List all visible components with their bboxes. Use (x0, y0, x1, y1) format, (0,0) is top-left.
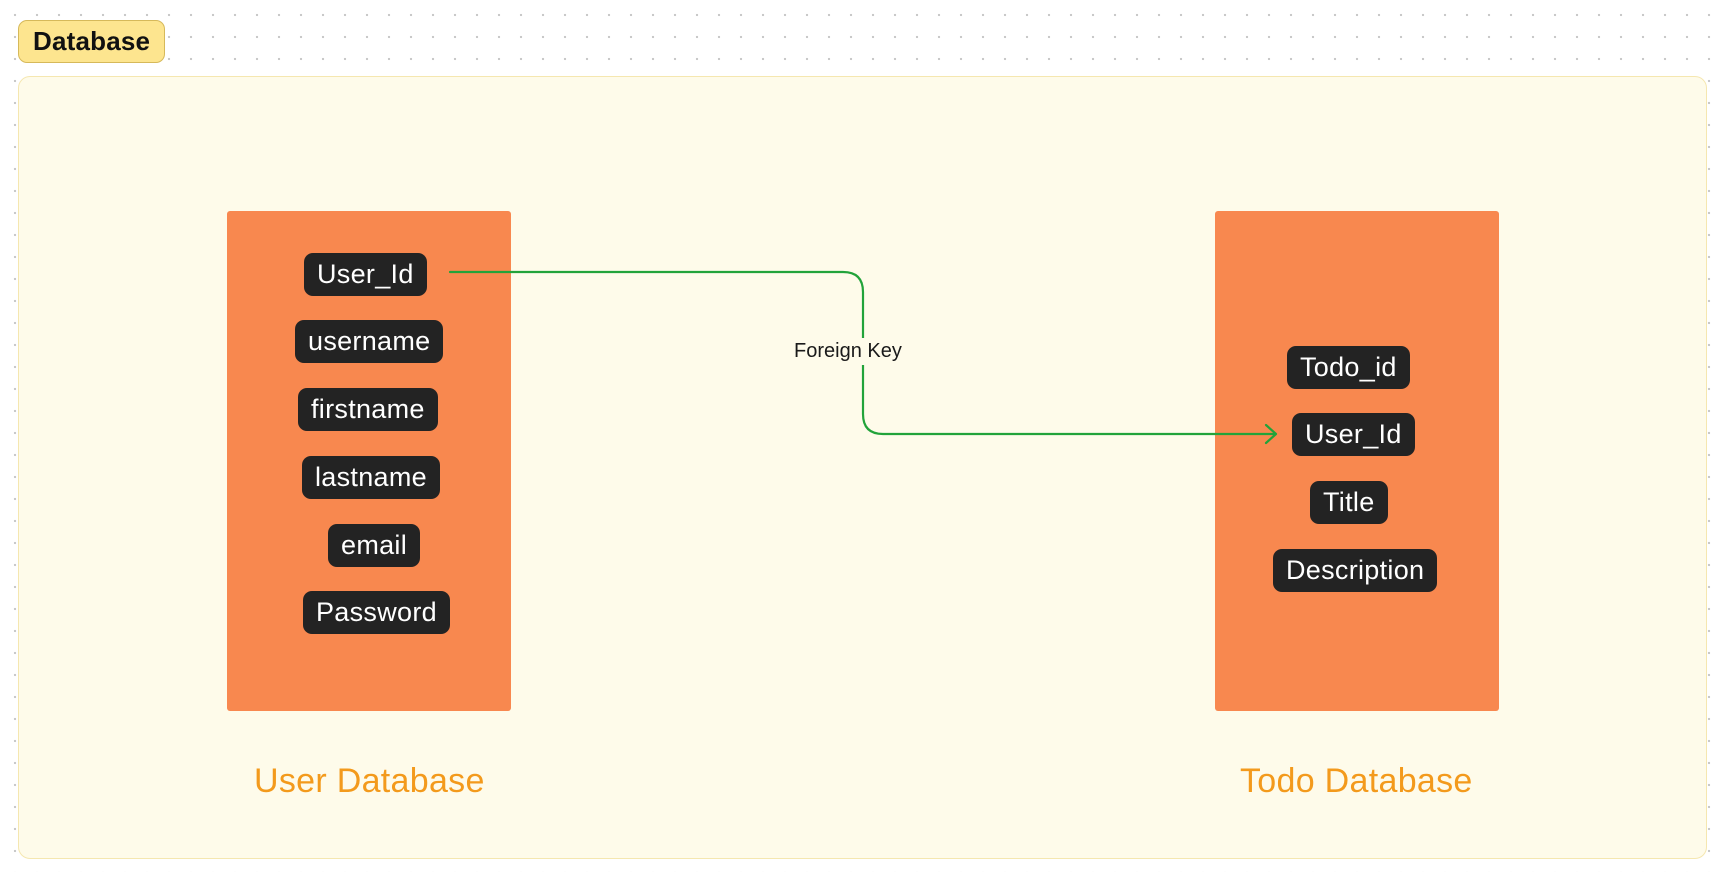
user-field-user-id[interactable]: User_Id (304, 253, 427, 296)
user-field-firstname[interactable]: firstname (298, 388, 438, 431)
arrow-head-icon (1264, 423, 1278, 445)
user-field-email[interactable]: email (328, 524, 421, 567)
todo-field-title[interactable]: Title (1310, 481, 1388, 524)
foreign-key-label: Foreign Key (790, 338, 906, 365)
section-title[interactable]: Database (18, 20, 166, 63)
todo-table-box[interactable] (1215, 211, 1499, 711)
todo-database-label: Todo Database (1240, 762, 1473, 800)
todo-field-todo-id[interactable]: Todo_id (1287, 346, 1410, 389)
user-field-username[interactable]: username (295, 320, 444, 363)
user-field-lastname[interactable]: lastname (302, 456, 440, 499)
user-database-label: User Database (254, 762, 485, 800)
todo-field-description[interactable]: Description (1273, 549, 1438, 592)
todo-field-user-id[interactable]: User_Id (1292, 413, 1415, 456)
user-field-password[interactable]: Password (303, 591, 450, 634)
